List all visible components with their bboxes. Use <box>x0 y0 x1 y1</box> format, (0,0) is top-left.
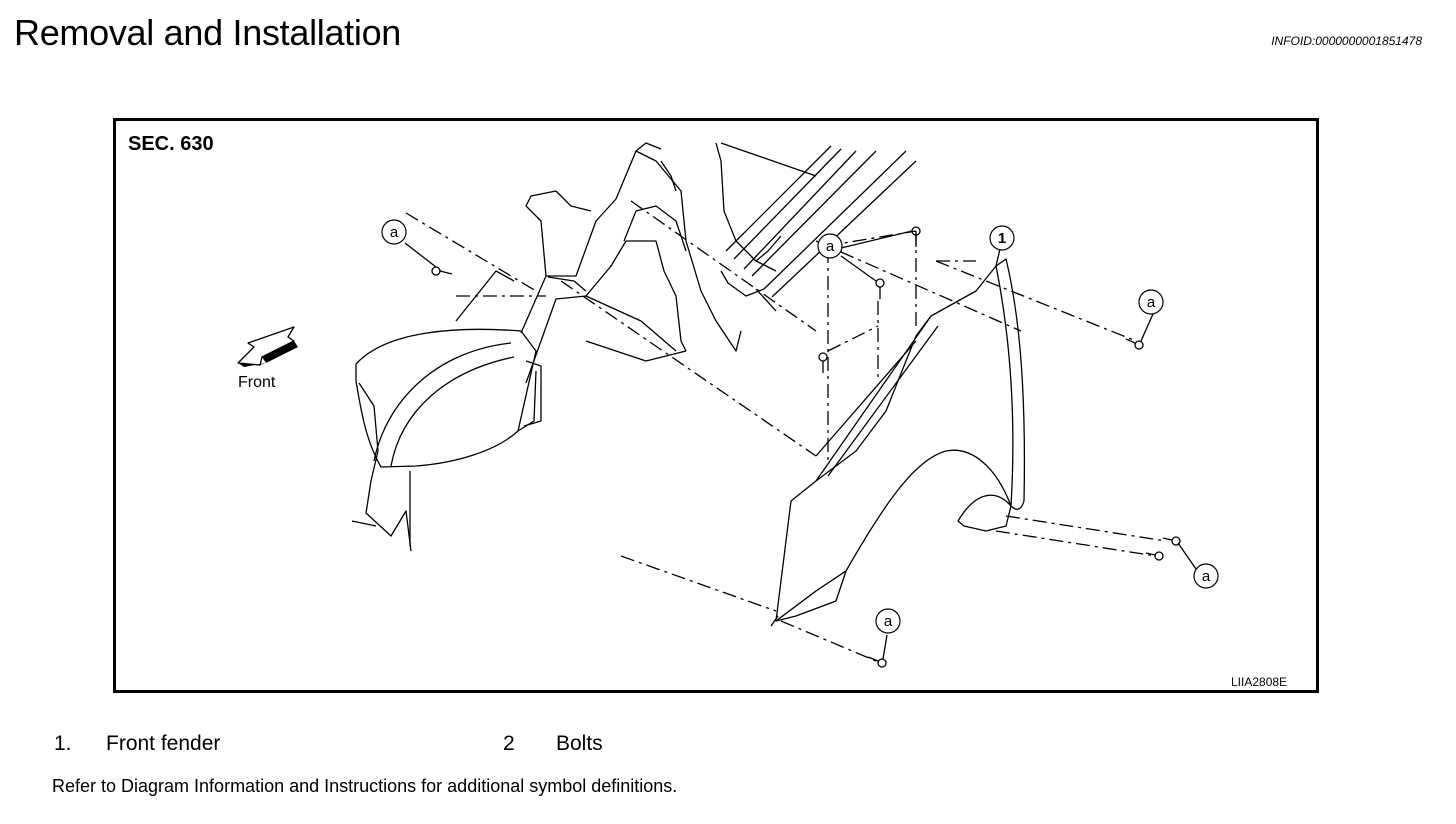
bolt-icon <box>1125 338 1144 350</box>
bolt-icon <box>431 266 453 276</box>
installation-lines <box>405 200 1167 662</box>
figure-code: LIIA2808E <box>1231 675 1287 689</box>
bolt-icon <box>1162 536 1181 546</box>
legend-number: 1. <box>54 732 72 755</box>
front-apron <box>520 142 782 384</box>
bolt-icon <box>1145 551 1164 561</box>
footer-note: Refer to Diagram Information and Instruc… <box>52 776 678 796</box>
section-label: SEC. 630 <box>128 133 214 155</box>
front-fender <box>770 258 1026 627</box>
front-arrow-icon <box>237 326 298 367</box>
diagram-drawing: SEC. 630 Front <box>128 133 1287 689</box>
legend-label: Bolts <box>556 732 603 755</box>
legend-label: Front fender <box>106 732 221 755</box>
callout-bolt-label: a <box>826 238 835 255</box>
callout-bolt: a <box>381 219 407 245</box>
callout-part-label: 1 <box>998 230 1006 247</box>
bolt-icon <box>867 656 887 668</box>
page-title: Removal and Installation <box>14 12 402 53</box>
callout-part: 1 <box>989 225 1015 251</box>
callout-bolt-label: a <box>884 613 893 630</box>
legend-number: 2 <box>503 732 515 755</box>
callout-bolt: a <box>1138 289 1164 315</box>
bolt-icon <box>911 226 921 247</box>
front-label: Front <box>238 374 276 391</box>
bolt-icon <box>818 352 828 373</box>
cowl-rails <box>720 142 917 312</box>
fender-diagram: SEC. 630 Front <box>113 118 1319 693</box>
callout-bolt-label: a <box>1202 568 1211 585</box>
info-id: INFOID:0000000001851478 <box>1271 34 1422 48</box>
headlamp-assembly <box>351 270 542 552</box>
callout-bolt-label: a <box>1147 294 1156 311</box>
callout-leaders <box>404 230 1197 660</box>
bolt-icon <box>875 278 885 299</box>
callout-bolt: a <box>817 233 843 259</box>
callout-bolt-label: a <box>390 224 399 241</box>
callout-bolt: a <box>1193 563 1219 589</box>
callout-bolt: a <box>875 608 901 634</box>
